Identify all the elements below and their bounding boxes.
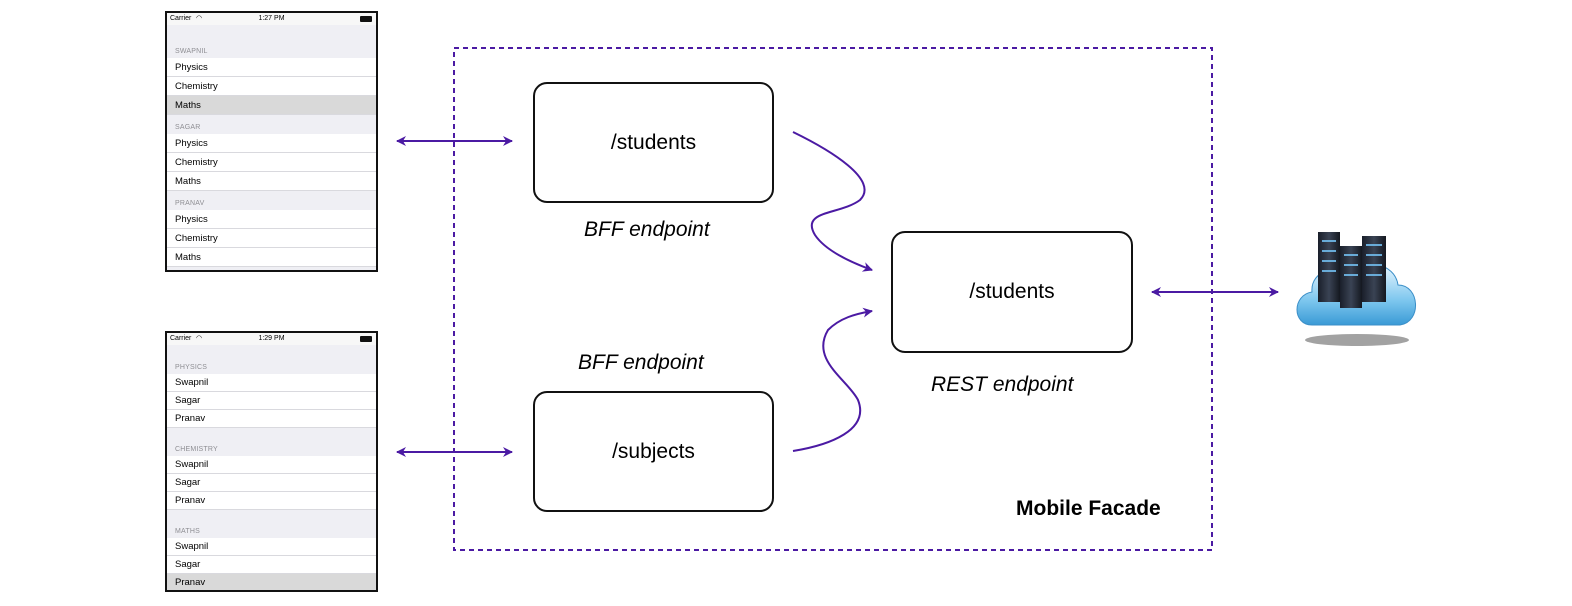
list-item[interactable]: Maths [167,172,376,191]
section-header: MATHS [175,528,200,535]
list-item[interactable]: Physics [167,210,376,229]
phone-subjects-mockup: Carrier ◠ 1:29 PM PHYSICS Swapnil Sagar … [165,331,378,592]
rest-students-endpoint: /students [891,231,1133,353]
list-item[interactable]: Sagar [167,474,376,492]
carrier-label: Carrier [170,335,192,342]
status-bar: Carrier ◠ 1:29 PM [167,333,376,345]
mobile-facade-label: Mobile Facade [1016,497,1161,520]
list-item[interactable]: Pranav [167,410,376,428]
battery-icon [360,16,372,22]
section-header: CHEMISTRY [175,446,218,453]
phone-students-mockup: Carrier ◠ 1:27 PM SWAPNIL Physics Chemis… [165,11,378,272]
endpoint-label: /subjects [612,439,695,463]
bff-students-endpoint: /students [533,82,774,203]
list-item[interactable]: Physics [167,58,376,77]
curve-bff-students-to-rest [792,131,873,272]
list-item[interactable]: Swapnil [167,456,376,474]
wifi-icon: ◠ [196,15,203,22]
list-item[interactable]: Chemistry [167,77,376,96]
curve-bff-subjects-to-rest [792,307,873,452]
endpoint-label: /students [969,280,1055,303]
battery-icon [360,336,372,342]
wifi-icon: ◠ [196,335,203,342]
endpoint-label: /students [610,130,697,154]
list-item[interactable]: Chemistry [167,229,376,248]
list-item[interactable]: Maths [167,96,376,115]
list-item[interactable]: Swapnil [167,538,376,556]
section-header: PHYSICS [175,364,208,371]
cloud-server-icon [1296,232,1416,346]
section-header: SAGAR [175,124,201,131]
status-time: 1:29 PM [258,335,285,342]
bff-subjects-endpoint: /subjects [533,391,774,512]
rest-endpoint-caption: REST endpoint [931,373,1074,396]
list-item[interactable]: Sagar [167,556,376,574]
section-header: PRANAV [175,200,205,207]
status-time: 1:27 PM [258,15,285,22]
bff-endpoint-caption: BFF endpoint [578,351,704,374]
list-item[interactable]: Physics [167,134,376,153]
list-item[interactable]: Sagar [167,392,376,410]
mobile-facade-boundary [453,47,1213,551]
list-item[interactable]: Chemistry [167,153,376,172]
bff-endpoint-caption: BFF endpoint [584,218,710,241]
section-header: SWAPNIL [175,48,208,55]
status-bar: Carrier ◠ 1:27 PM [167,13,376,25]
list-item[interactable]: Maths [167,248,376,267]
list-item[interactable]: Pranav [167,492,376,510]
list-item[interactable]: Swapnil [167,374,376,392]
carrier-label: Carrier [170,15,192,22]
list-item[interactable]: Pranav [167,574,376,590]
